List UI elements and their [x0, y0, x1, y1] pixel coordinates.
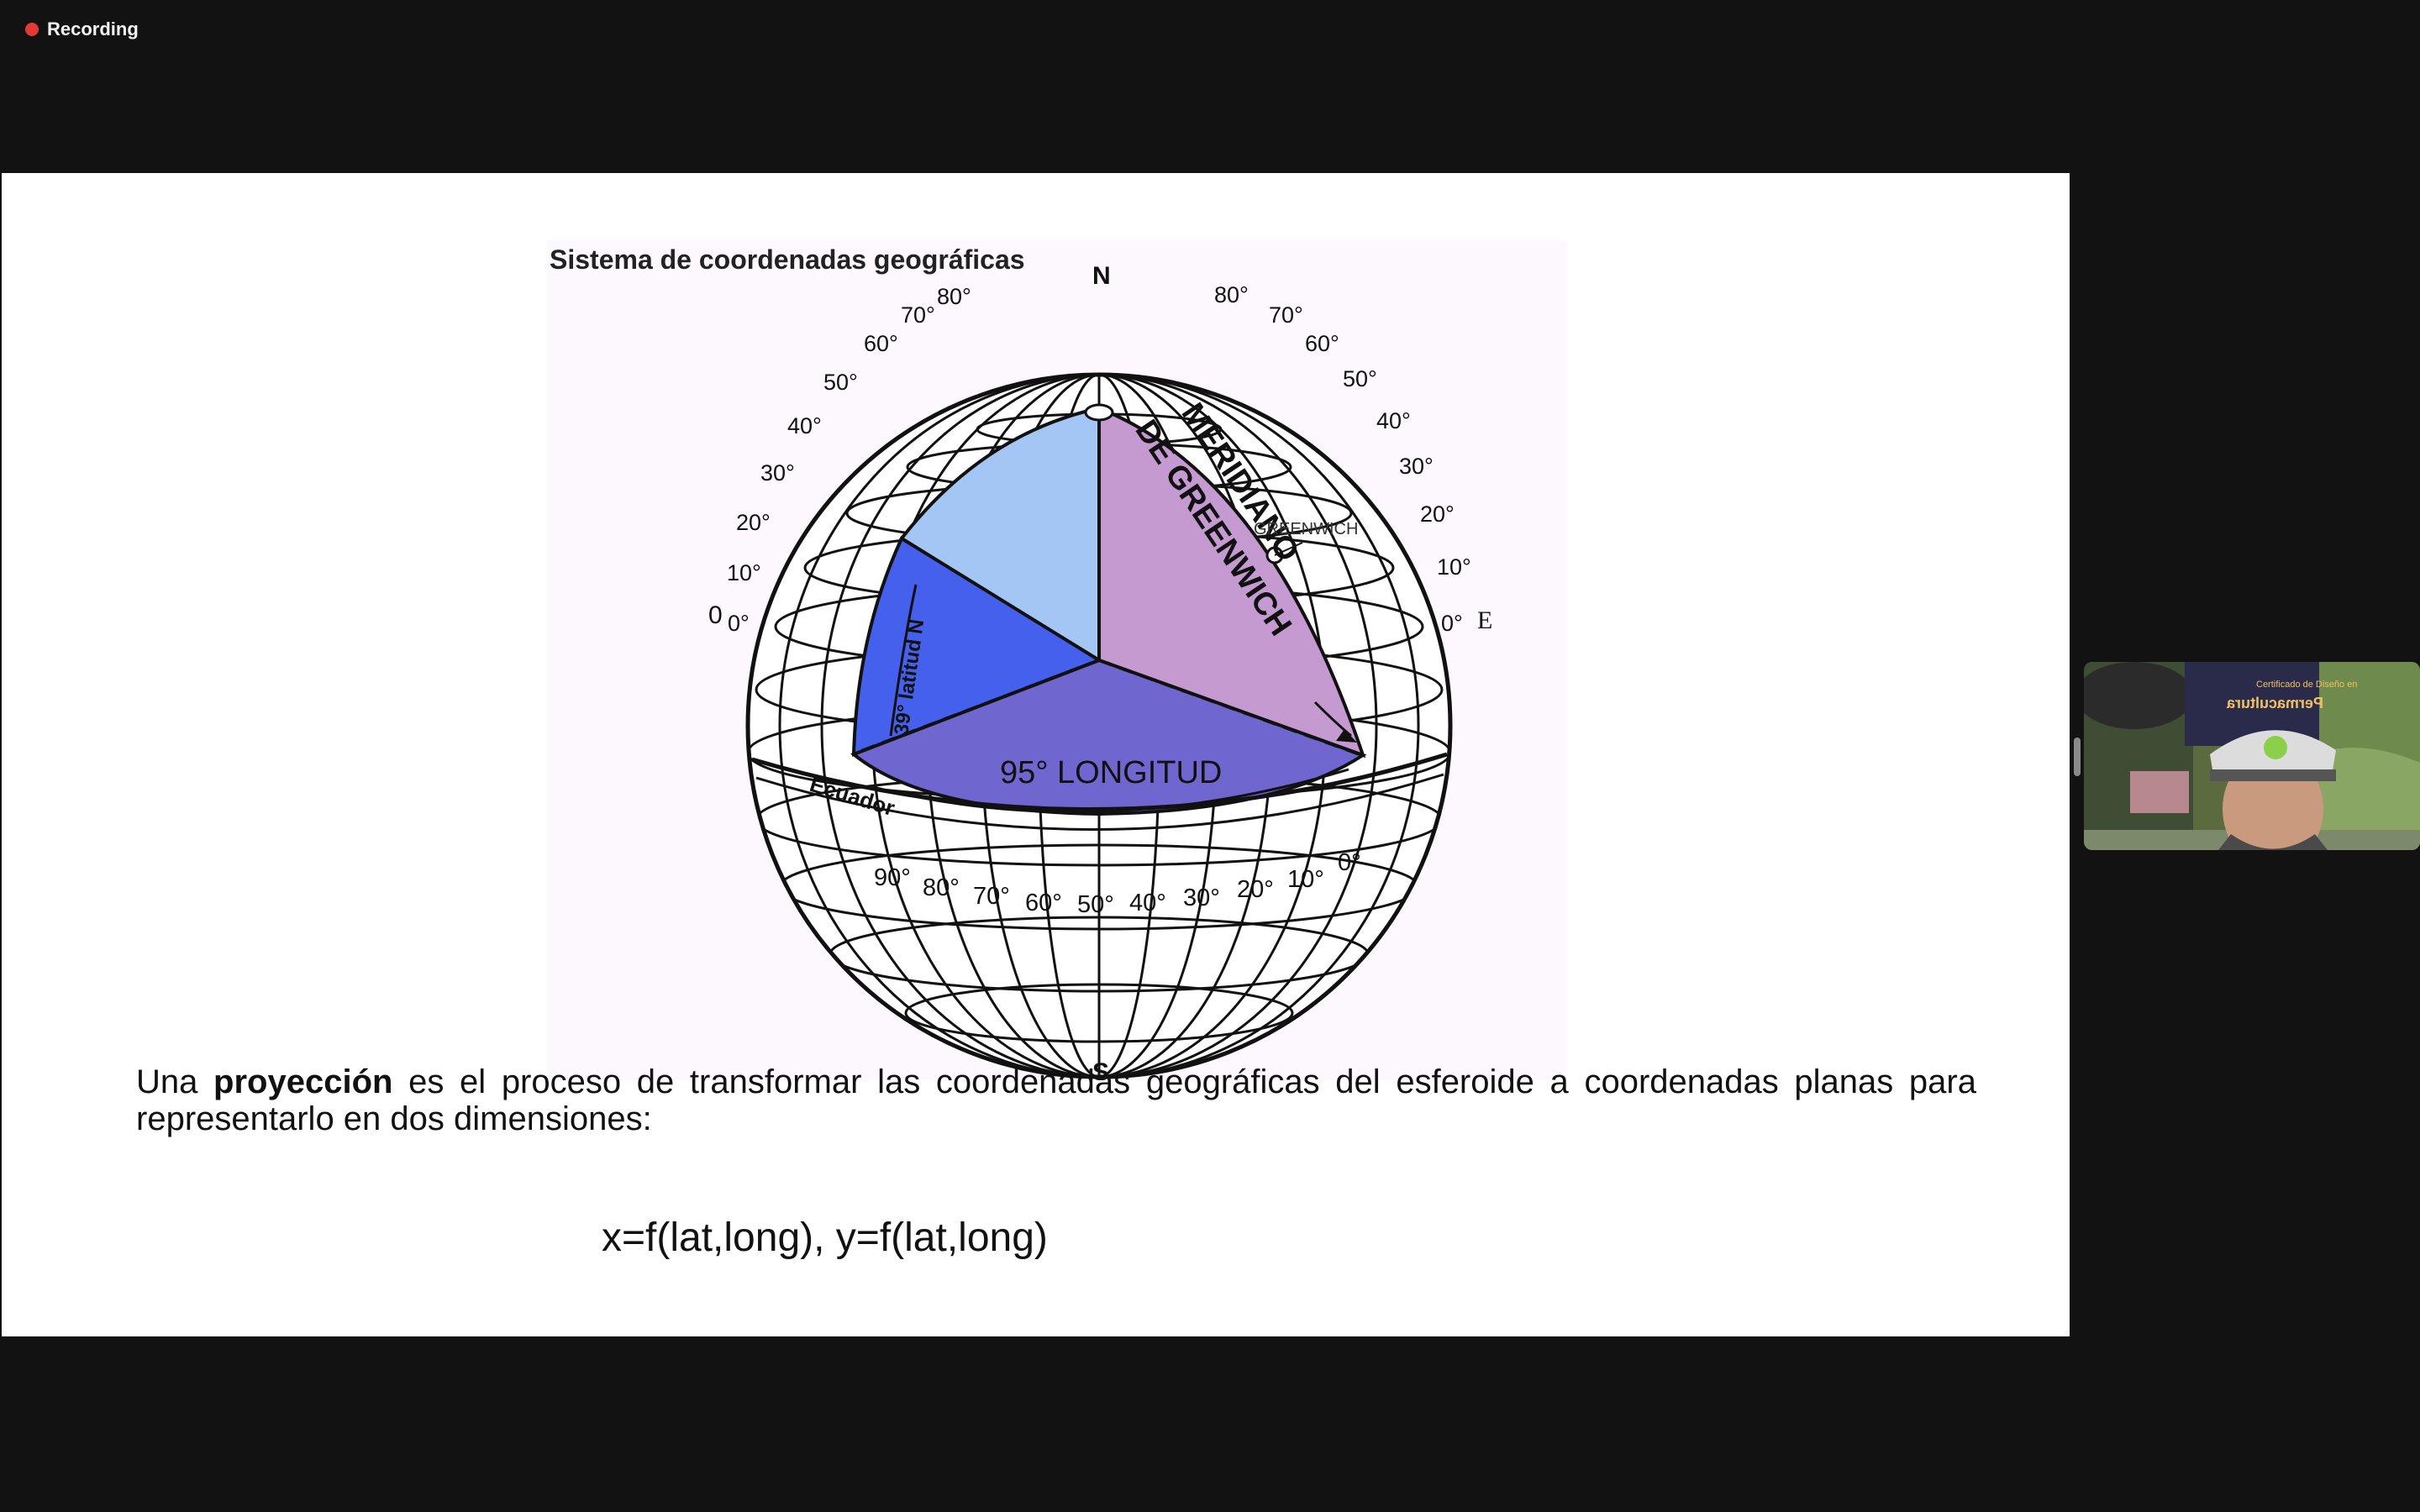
- left-latitude-ticks: 80° 70° 60° 50° 40° 30° 20° 10° 0°: [727, 284, 971, 636]
- left-lat-tick: 80°: [937, 284, 971, 309]
- video-banner-line1: Certificado de Diseño en: [2256, 680, 2357, 690]
- east-label: E: [1477, 606, 1492, 634]
- paragraph-suffix: es el proceso de transformar las coorden…: [136, 1063, 1976, 1137]
- longitude-tick: 20°: [1237, 876, 1274, 903]
- right-lat-tick: 10°: [1437, 554, 1471, 580]
- longitude-label: 95° LONGITUD: [1000, 755, 1222, 790]
- left-lat-tick: 70°: [901, 302, 935, 328]
- recording-dot-icon: [25, 23, 39, 36]
- right-lat-tick: 50°: [1343, 366, 1377, 391]
- longitude-tick: 90°: [874, 864, 911, 891]
- longitude-tick: 30°: [1183, 885, 1220, 911]
- west-zero-label: 0: [708, 601, 723, 629]
- longitude-tick: 70°: [973, 883, 1010, 910]
- panel-resize-handle[interactable]: [2074, 738, 2081, 776]
- longitude-tick: 0°: [1338, 849, 1361, 876]
- longitude-tick: 80°: [923, 874, 960, 901]
- left-lat-tick: 40°: [787, 413, 822, 438]
- north-pole-marker: [1084, 403, 1114, 422]
- right-lat-tick: 20°: [1420, 501, 1455, 527]
- globe-diagram: Sistema de coordenadas geográficas N S E…: [546, 240, 1567, 1080]
- left-lat-tick: 60°: [864, 331, 898, 356]
- longitude-tick: 10°: [1287, 866, 1324, 893]
- right-lat-tick: 0°: [1441, 611, 1463, 636]
- globe-figure: Sistema de coordenadas geográficas N S E…: [546, 240, 1567, 1080]
- right-lat-tick: 80°: [1214, 282, 1249, 307]
- right-latitude-ticks: 80° 70° 60° 50° 40° 30° 20° 10° 0°: [1214, 282, 1471, 636]
- north-wedge: [899, 406, 1101, 664]
- participant-video-tile[interactable]: Certificado de Diseño en Permacultura: [2084, 662, 2420, 850]
- projection-formula: x=f(lat,long), y=f(lat,long): [602, 1215, 1048, 1260]
- recording-label: Recording: [47, 18, 139, 39]
- north-label: N: [1092, 262, 1111, 290]
- greenwich-wedge: [1097, 406, 1366, 759]
- equator-line: [751, 752, 1448, 811]
- figure-title: Sistema de coordenadas geográficas: [550, 244, 1025, 275]
- longitude-tick: 40°: [1129, 890, 1166, 916]
- slide-paragraph: Una proyección es el proceso de transfor…: [136, 1063, 1976, 1137]
- right-lat-tick: 70°: [1269, 302, 1303, 328]
- shared-slide: Sistema de coordenadas geográficas N S E…: [2, 173, 2070, 1336]
- left-lat-tick: 0°: [728, 611, 750, 636]
- left-lat-tick: 50°: [823, 370, 858, 395]
- video-banner-line2: Permacultura: [2226, 695, 2323, 711]
- longitude-ticks: 90° 80° 70° 60° 50° 40° 30° 20° 10° 0°: [874, 849, 1361, 918]
- paragraph-prefix: Una: [136, 1063, 214, 1100]
- recording-indicator: Recording: [25, 18, 139, 40]
- longitude-tick: 60°: [1025, 890, 1062, 916]
- right-lat-tick: 40°: [1376, 408, 1411, 433]
- south-label: S: [1092, 1058, 1109, 1080]
- left-lat-tick: 20°: [736, 510, 771, 535]
- right-lat-tick: 60°: [1305, 331, 1339, 356]
- left-lat-tick: 10°: [727, 560, 761, 585]
- left-lat-tick: 30°: [760, 460, 795, 486]
- right-lat-tick: 30°: [1399, 454, 1434, 479]
- greenwich-label: GREENWICH: [1254, 520, 1358, 538]
- paragraph-bold-term: proyección: [213, 1063, 393, 1100]
- longitude-tick: 50°: [1077, 891, 1114, 918]
- participant-video: Certificado de Diseño en Permacultura: [2084, 662, 2420, 850]
